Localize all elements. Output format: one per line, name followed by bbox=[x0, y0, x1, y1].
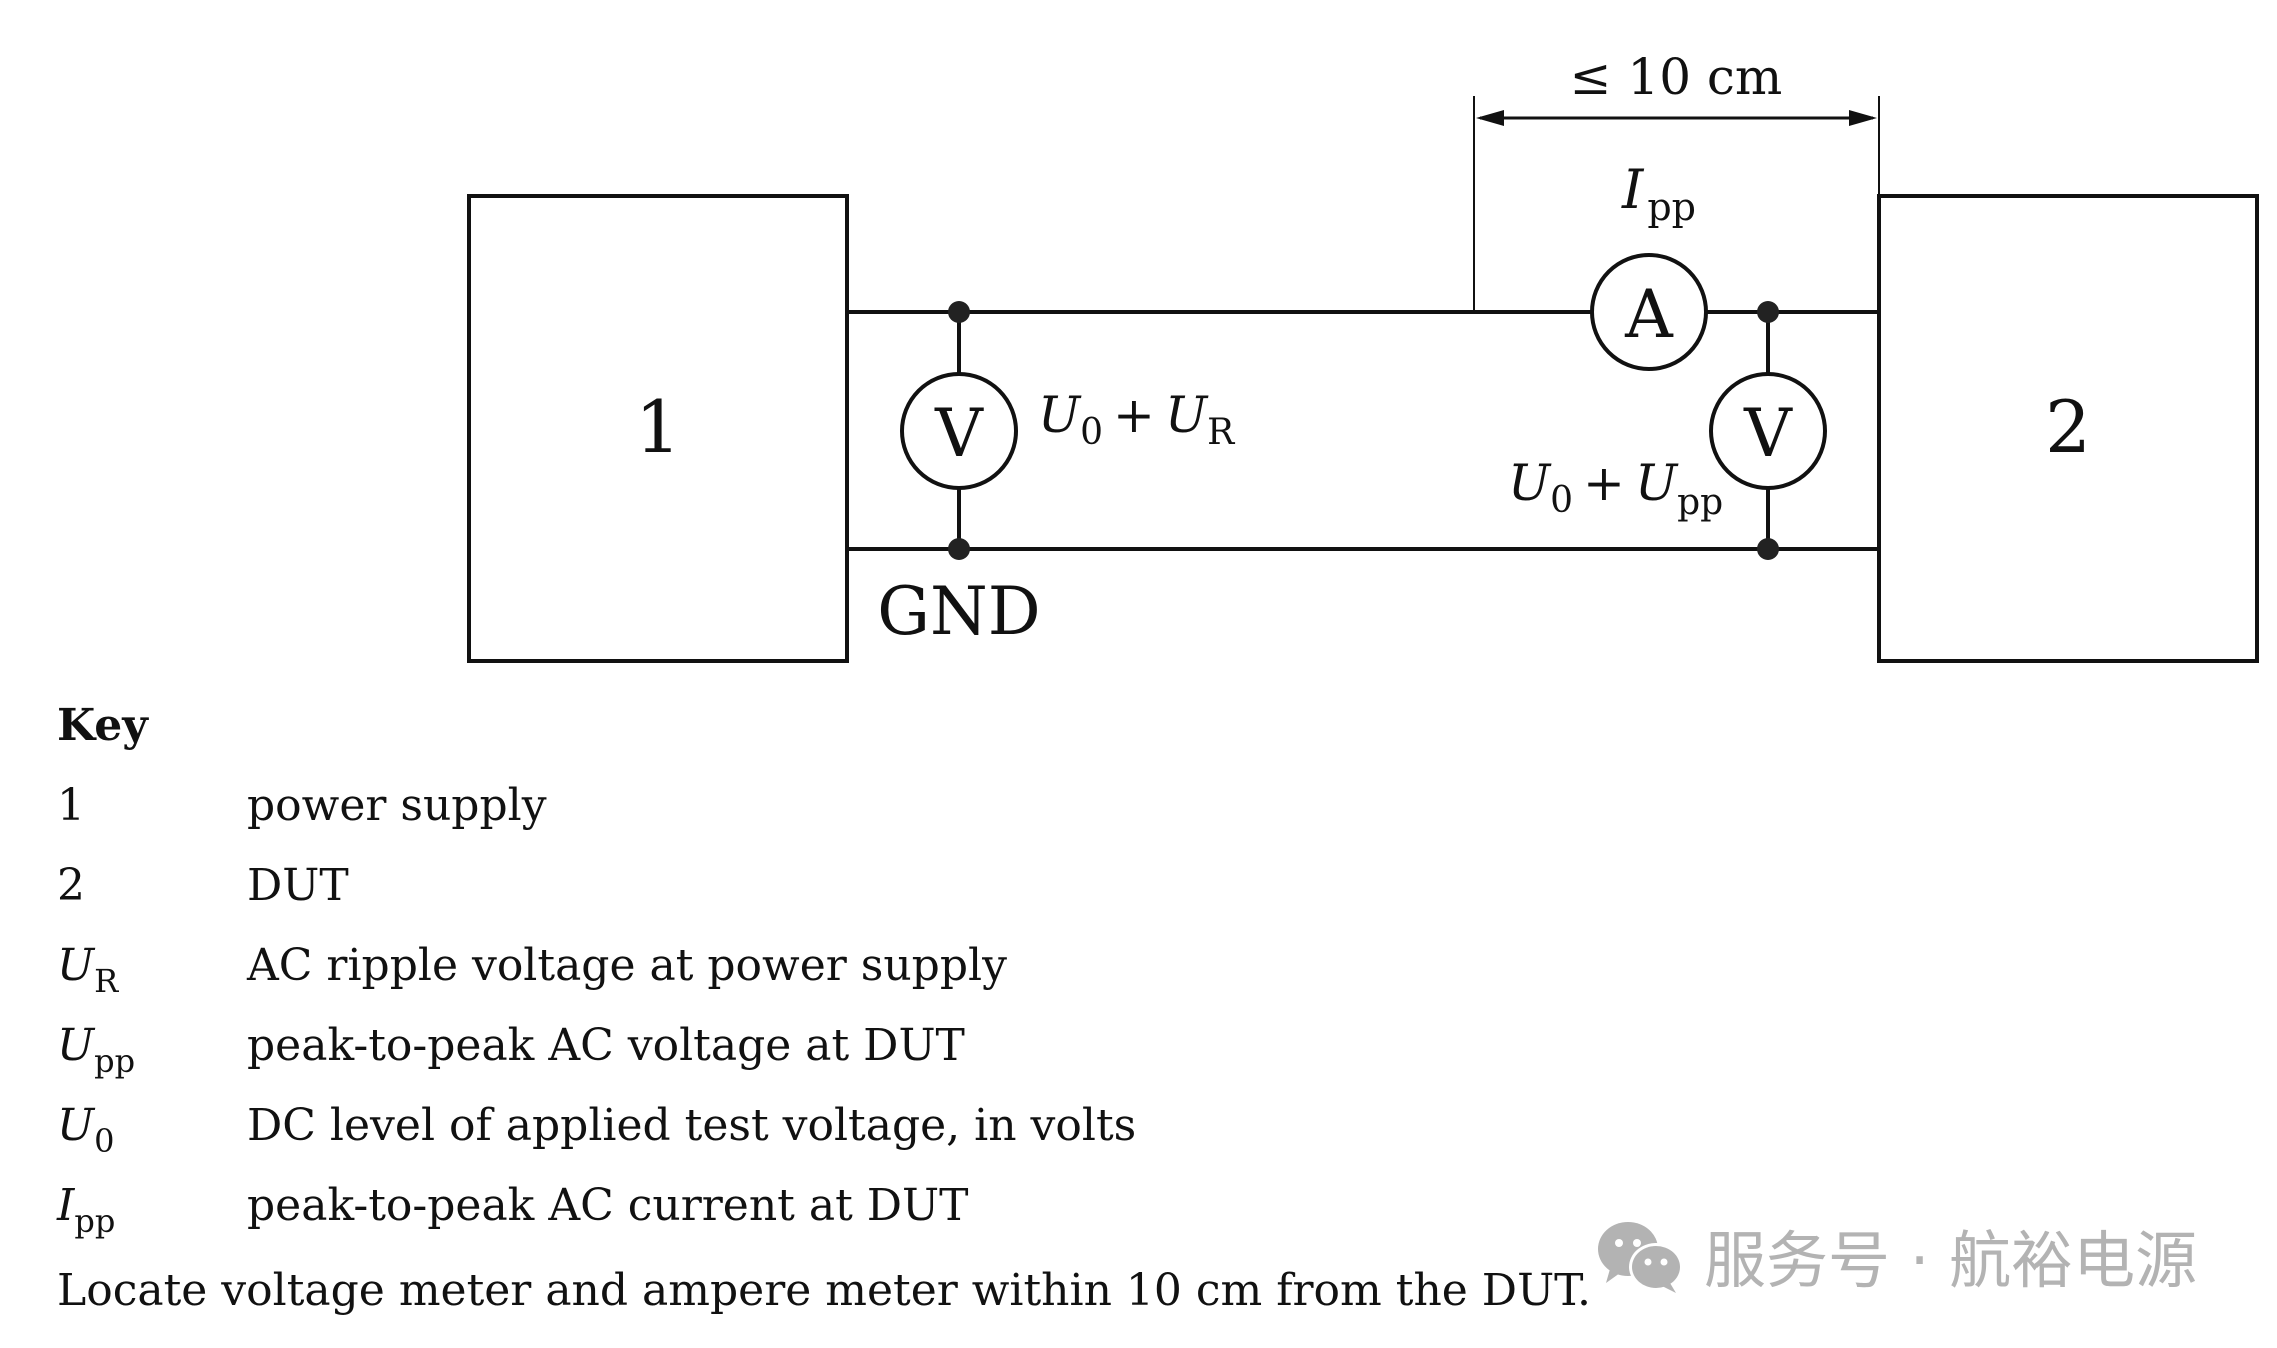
dut-label: 2 bbox=[2045, 385, 2091, 469]
ammeter-symbol: A bbox=[1624, 276, 1674, 353]
voltmeter-right bbox=[1709, 372, 1827, 490]
key-description: DC level of applied test voltage, in vol… bbox=[247, 1100, 1137, 1151]
voltmeter-left bbox=[900, 372, 1018, 490]
key-description: peak-to-peak AC current at DUT bbox=[247, 1180, 969, 1231]
power-supply-label: 1 bbox=[635, 385, 681, 469]
junction-dot bbox=[1757, 538, 1779, 560]
dimension-arrow-left bbox=[1476, 110, 1504, 126]
voltmeter-right-symbol: V bbox=[1743, 395, 1793, 472]
key-symbol: 2 bbox=[57, 860, 85, 911]
power-supply-block bbox=[467, 194, 849, 663]
right-meter-label: U0+Upp bbox=[1508, 454, 1723, 523]
key-description: AC ripple voltage at power supply bbox=[247, 940, 1007, 991]
watermark-text: 服务号 · 航裕电源 bbox=[1704, 1224, 2198, 1297]
ammeter bbox=[1590, 253, 1708, 371]
key-symbol: U0 bbox=[57, 1100, 115, 1160]
key-symbol: Upp bbox=[57, 1020, 136, 1080]
placement-note: Locate voltage meter and ampere meter wi… bbox=[57, 1265, 1592, 1316]
key-symbol: 1 bbox=[57, 780, 85, 831]
left-meter-label: U0+UR bbox=[1038, 386, 1235, 453]
key-description: power supply bbox=[247, 780, 547, 831]
junction-dot bbox=[948, 538, 970, 560]
voltmeter-left-symbol: V bbox=[934, 395, 984, 472]
dut-block bbox=[1877, 194, 2259, 663]
dimension-arrow-right bbox=[1849, 110, 1877, 126]
watermark: 服务号 · 航裕电源 bbox=[1590, 1215, 2197, 1297]
ground-label: GND bbox=[877, 573, 1040, 650]
junction-dot bbox=[948, 301, 970, 323]
wechat-icon bbox=[1598, 1222, 1683, 1293]
key-description: DUT bbox=[247, 860, 349, 911]
junction-dot bbox=[1757, 301, 1779, 323]
dimension-label: ≤ 10 cm bbox=[1570, 48, 1783, 106]
key-symbol: UR bbox=[57, 940, 119, 1000]
key-title: Key bbox=[57, 700, 148, 751]
key-description: peak-to-peak AC voltage at DUT bbox=[247, 1020, 965, 1071]
key-symbol: Ipp bbox=[57, 1180, 116, 1240]
